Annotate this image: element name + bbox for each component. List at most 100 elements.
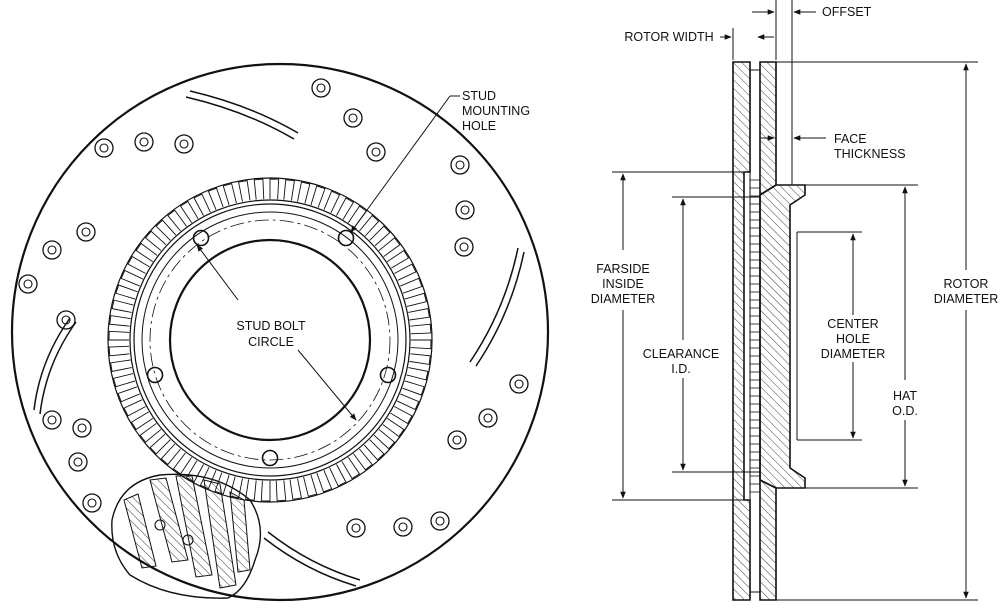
vane-tooth (108, 345, 130, 357)
vane-tooth (341, 456, 361, 480)
drilled-hole (56, 310, 76, 330)
face-thickness-label: THICKNESS (834, 147, 906, 161)
drilled-hole (154, 519, 166, 531)
drilled-hole-inner (81, 227, 91, 237)
drilled-hole (478, 408, 498, 428)
vane-tooth (409, 353, 431, 365)
vane-tooth (135, 242, 158, 263)
center-hole-diameter-label: CENTER (827, 317, 878, 331)
drilled-hole (18, 274, 38, 294)
drilled-hole (393, 517, 413, 537)
slot (475, 251, 525, 367)
vane-tooth (269, 178, 280, 200)
drilled-hole (366, 142, 386, 162)
drilled-hole (68, 452, 88, 472)
vane-tooth (369, 225, 391, 247)
drilled-hole (42, 410, 62, 430)
face-thickness-label: FACE (834, 132, 867, 146)
drilled-hole-inner (99, 143, 109, 153)
vane-tooth (373, 429, 396, 450)
vane-tooth (396, 393, 420, 411)
vane-tooth (297, 181, 311, 204)
drilled-hole-inner (455, 160, 465, 170)
drilled-hole-inner (77, 423, 87, 433)
hat-od-label: O.D. (892, 404, 918, 418)
vane-tooth (139, 423, 162, 443)
vane-tooth (402, 380, 425, 396)
vane (175, 475, 213, 578)
drilled-hole (447, 430, 467, 450)
face-thickness-dimension: FACE THICKNESS (760, 132, 906, 161)
cutaway-outline (111, 473, 262, 599)
drilled-hole-inner (316, 83, 326, 93)
drilled-hole (182, 534, 194, 546)
drilled-hole-inner (398, 522, 408, 532)
vane-tooth (323, 190, 341, 214)
stud-hole (337, 229, 355, 247)
drilled-hole-inner (139, 137, 149, 147)
vane-tooth (109, 315, 131, 327)
hat-od-label: HAT (893, 389, 917, 403)
slot (39, 321, 77, 415)
rotor-diameter-label: ROTOR (944, 277, 989, 291)
drilled-hole (346, 518, 366, 538)
rotor-diameter-label: DIAMETER (934, 292, 999, 306)
center-hole-diameter-label: HOLE (836, 332, 870, 346)
farside-inside-diameter-label: FARSIDE (596, 262, 650, 276)
drilled-hole-inner (23, 279, 33, 289)
drilled-hole (454, 237, 474, 257)
slots (33, 90, 525, 587)
farside-inside-diameter-label: INSIDE (602, 277, 644, 291)
vane-tooth (130, 411, 154, 431)
drilled-hole-inner (348, 113, 358, 123)
farside-inside-diameter-label: DIAMETER (591, 292, 656, 306)
side-view: OFFSET ROTOR WIDTH FACE THICKNESS FARSID… (591, 0, 999, 601)
vane-tooth (289, 478, 302, 500)
drilled-hole-inner (514, 379, 524, 389)
hat-outer-circle (133, 203, 407, 477)
rotor-diameter-dimension: ROTOR DIAMETER (776, 61, 999, 601)
vane-tooth (359, 214, 380, 237)
center-hole-diameter-label: DIAMETER (821, 347, 886, 361)
vane-tooth (155, 219, 177, 241)
vane-tooth (400, 277, 423, 294)
stud-mounting-hole-label: STUD (462, 89, 496, 103)
drilled-hole (509, 374, 529, 394)
vane-tooth (303, 474, 318, 497)
hat-od-dimension: HAT O.D. (805, 184, 918, 489)
vane-tooth (260, 480, 271, 502)
drilled-hole (94, 138, 114, 158)
vane-tooth (222, 183, 237, 206)
vane-tooth (275, 480, 287, 502)
vane-tooth (117, 386, 140, 403)
vane-tooth (172, 452, 193, 475)
cutaway-vanes (111, 473, 262, 599)
rotor-outer-edge (10, 62, 550, 602)
vane-tooth (347, 205, 368, 228)
vane-tooth (123, 399, 146, 417)
vane-tooth (406, 367, 429, 381)
drilled-hole-inner (460, 205, 470, 215)
vane-tooth (207, 187, 224, 210)
vane-tooth (127, 255, 150, 274)
vane-tooth (238, 180, 251, 202)
vane-tooth (283, 179, 295, 201)
vane-tooth (167, 209, 187, 232)
drilled-hole (72, 418, 92, 438)
vane-tooth (386, 249, 410, 269)
drilled-hole-inner (483, 413, 493, 423)
vane-tooth (408, 308, 430, 321)
vane-ring-inner (129, 199, 411, 481)
bolt-circle-centerline (149, 219, 391, 461)
drilled-hole-inner (47, 415, 57, 425)
drilled-hole (76, 222, 96, 242)
vane-tooth (378, 237, 401, 257)
vane-tooth (382, 417, 405, 438)
vane (123, 493, 157, 569)
vane-tooth (329, 464, 347, 487)
vane-tooth (149, 433, 171, 455)
slot (469, 247, 519, 363)
slot (263, 537, 357, 587)
slot (33, 317, 71, 411)
vane-tooth (394, 263, 417, 281)
